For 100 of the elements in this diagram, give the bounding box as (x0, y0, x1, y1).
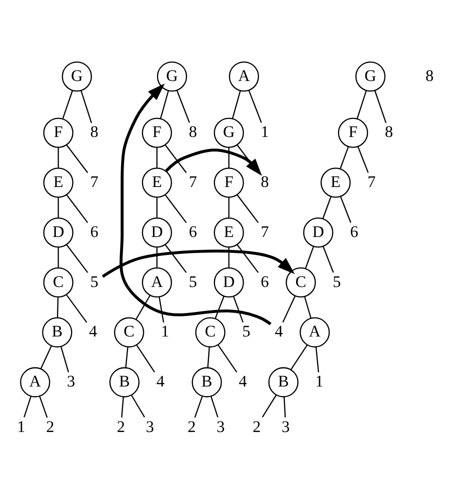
connector (66, 194, 88, 224)
node-circle: F (43, 118, 74, 148)
connector (282, 296, 296, 323)
node-text: 6 (90, 222, 98, 241)
connector (304, 246, 314, 269)
node-text: 6 (188, 222, 197, 241)
connector (156, 247, 158, 268)
node-circle: E (320, 168, 351, 198)
node-text: 2 (116, 418, 126, 436)
connector (356, 90, 367, 119)
connector (236, 244, 259, 273)
node-text: 7 (188, 172, 197, 191)
connector (39, 396, 48, 418)
connector (290, 344, 308, 370)
connector (160, 90, 169, 119)
connector (284, 396, 286, 418)
node-text: 5 (90, 272, 98, 291)
node-circle: C (286, 267, 316, 298)
node-circle: F (214, 168, 244, 198)
node-text: 3 (282, 418, 290, 436)
connector (58, 197, 59, 218)
connector (164, 244, 187, 273)
connector (60, 346, 70, 372)
connector (315, 346, 320, 372)
node-text: 1 (260, 123, 269, 142)
node-circle: A (20, 367, 50, 398)
connector (248, 90, 262, 123)
connector (374, 90, 387, 124)
connector (340, 196, 352, 223)
connector (218, 344, 238, 373)
connector (228, 247, 230, 268)
node-circle: E (142, 168, 172, 198)
node-text: 3 (67, 372, 76, 391)
node-text: 7 (368, 172, 376, 191)
node-text: 3 (216, 418, 225, 436)
node-circle: F (338, 118, 368, 148)
arrow (120, 84, 272, 326)
connector (66, 294, 88, 323)
node-text: 4 (156, 372, 164, 391)
node-text: 7 (260, 222, 269, 241)
connector (357, 146, 369, 173)
connector (304, 296, 312, 318)
connector (58, 147, 59, 168)
connector (40, 346, 52, 370)
node-circle: D (303, 218, 334, 248)
node-circle: D (214, 267, 244, 298)
connector (176, 90, 190, 123)
node-text: 6 (350, 222, 358, 241)
connector (233, 296, 244, 322)
connector (130, 394, 146, 418)
connector (66, 144, 88, 174)
node-circle: E (43, 168, 74, 198)
node-circle: E (214, 218, 244, 248)
node-circle: A (228, 61, 260, 92)
connector (164, 144, 187, 174)
connector (136, 295, 150, 320)
node-circle: G (355, 61, 386, 92)
connector (80, 90, 92, 124)
connector (262, 394, 277, 418)
connector (228, 147, 230, 168)
connector (62, 90, 73, 119)
node-circle: C (114, 317, 144, 348)
connector (194, 396, 203, 418)
connector (236, 194, 259, 224)
node-text: 5 (332, 272, 341, 291)
node-text: 8 (90, 123, 98, 142)
connector (210, 396, 218, 418)
node-text: 4 (238, 372, 247, 391)
node-circle: F (142, 118, 172, 148)
node-circle: G (156, 61, 188, 92)
connector (322, 196, 332, 219)
connector (24, 396, 32, 418)
node-text: 5 (188, 272, 197, 291)
node-circle: D (43, 218, 74, 248)
node-circle: B (42, 317, 72, 348)
node-text: 1 (17, 418, 26, 436)
node-circle: B (109, 367, 140, 398)
connector (66, 244, 88, 273)
node-text: 8 (384, 123, 394, 142)
connector (156, 147, 158, 168)
node-text: 6 (260, 272, 269, 291)
connector (56, 297, 59, 318)
node-text: 4 (89, 322, 98, 341)
node-text: 2 (46, 418, 54, 436)
connector (214, 296, 225, 319)
node-circle: A (300, 317, 330, 348)
connector (232, 90, 241, 119)
node-text: 7 (90, 172, 98, 191)
node-text: 8 (188, 123, 197, 142)
connector (136, 344, 156, 373)
connector (121, 396, 124, 418)
connector (207, 346, 210, 368)
connector (58, 247, 59, 268)
node-text: 3 (146, 418, 154, 436)
node-circle: B (192, 367, 222, 398)
node-text: 5 (242, 322, 250, 341)
node-circle: G (62, 61, 92, 92)
connector (164, 194, 187, 224)
arrow (165, 148, 262, 176)
connector (158, 297, 164, 323)
